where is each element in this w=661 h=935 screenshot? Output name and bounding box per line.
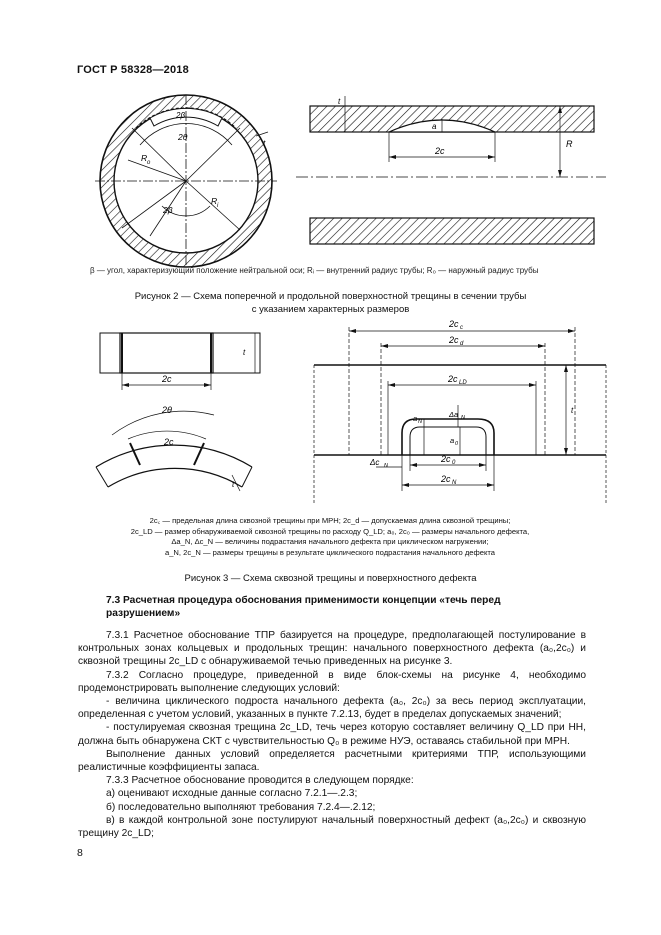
- through-crack-plate: [99, 332, 261, 390]
- paragraph-criteria: Выполнение данных условий определяется р…: [78, 748, 586, 774]
- list-item-a: а) оценивают исходные данные согласно 7.…: [106, 788, 358, 800]
- figure-3-legend-line: a_N, 2c_N — размеры трещины в результате…: [164, 547, 495, 557]
- label-2cc: 2c: [448, 319, 459, 329]
- figure-3-legend-line: 2c_LD — размер обнаруживаемой сквозной т…: [130, 526, 530, 536]
- figure-3-title: Рисунок 3 — Схема сквозной трещины и пов…: [184, 573, 477, 584]
- label-t-cross: t: [263, 138, 266, 148]
- paragraph-7-3-1: 7.3.1 Расчетное обоснование ТПР базирует…: [78, 630, 586, 668]
- label-dcN: Δc: [369, 458, 379, 467]
- label-2c0: 2c: [440, 454, 451, 464]
- pipe-longitudinal-section: [296, 96, 606, 245]
- list-item-c: в) в каждой контрольной зоне постулируют…: [78, 814, 586, 840]
- list-item-b: б) последовательно выполняют требования …: [106, 801, 376, 813]
- label-a0: a: [450, 436, 454, 445]
- figure-2-legend: β — угол, характеризующий положение нейт…: [90, 266, 539, 275]
- figure-3-legend-line: 2c꜀ — предельная длина сквозной трещины …: [149, 516, 511, 525]
- label-2c0-sub: 0: [452, 460, 456, 466]
- label-2cd-sub: d: [460, 341, 464, 347]
- label-daN: Δa: [448, 410, 458, 419]
- label-Ri-sub: i: [217, 203, 219, 209]
- label-2cd: 2c: [448, 335, 459, 345]
- label-2beta-top: 2β: [175, 111, 185, 120]
- body-text: 7.3.1 Расчетное обоснование ТПР базирует…: [78, 629, 586, 840]
- label-2theta-cross: 2θ: [177, 132, 188, 142]
- label-2cN: 2c: [440, 474, 451, 484]
- figure-3-legend: 2c꜀ — предельная длина сквозной трещины …: [80, 516, 580, 558]
- label-2cLD: 2c: [447, 374, 458, 384]
- label-t-arc: t: [232, 480, 235, 489]
- document-header: ГОСТ Р 58328—2018: [77, 64, 189, 76]
- page-number: 8: [77, 847, 83, 859]
- label-aN: a: [413, 414, 417, 423]
- label-t-plate: t: [243, 348, 246, 357]
- section-title-line1: 7.3 Расчетная процедура обоснования прим…: [106, 595, 501, 606]
- label-daN-sub: N: [461, 415, 465, 421]
- label-a0-sub: 0: [455, 441, 459, 447]
- figure-2-drawing: 2β 2θ R o R i t 2β a 2c R t: [95, 94, 606, 268]
- label-2cc-sub: c: [460, 325, 463, 331]
- figure-3-legend-line: Δa_N, Δc_N — величины подрастания началь…: [171, 537, 489, 546]
- label-2theta-arc: 2θ: [161, 405, 172, 415]
- label-2cLD-sub: LD: [459, 380, 467, 386]
- label-Ri: R: [211, 196, 217, 206]
- label-R-long: R: [566, 139, 573, 149]
- label-dcN-sub: N: [384, 463, 388, 469]
- label-a-long: a: [432, 122, 437, 131]
- label-2cN-sub: N: [452, 480, 457, 486]
- label-2c-arc: 2c: [163, 437, 174, 447]
- label-Ro-sub: o: [147, 160, 151, 166]
- paragraph-7-3-2: 7.3.2 Согласно процедуре, приведенной в …: [78, 669, 586, 694]
- section-title: 7.3 Расчетная процедура обоснования прим…: [106, 594, 586, 620]
- paragraph-condition-2: - постулируемая сквозная трещина 2c_LD, …: [78, 722, 586, 747]
- label-2c-plate: 2c: [161, 374, 172, 384]
- label-aN-sub: N: [418, 419, 422, 425]
- figure-3-drawing: 2c t 2θ 2c t: [95, 319, 607, 505]
- label-Ro: R: [141, 153, 147, 163]
- label-2beta: 2β: [162, 205, 173, 215]
- figure-2-title-line2: с указанием характерных размеров: [251, 304, 410, 315]
- label-2c-long: 2c: [434, 146, 445, 156]
- figure-2-title-line1: Рисунок 2 — Схема поперечной и продольно…: [134, 291, 527, 302]
- paragraph-condition-1: - величина циклического подроста начальн…: [78, 696, 586, 721]
- pipe-wall-crack: [313, 327, 607, 505]
- section-title-line2: разрушением»: [106, 608, 181, 619]
- pipe-cross-section: [95, 94, 277, 268]
- arc-segment: [95, 410, 253, 492]
- paragraph-7-3-3: 7.3.3 Расчетное обоснование проводится в…: [106, 775, 414, 787]
- label-t-wall: t: [571, 406, 574, 415]
- label-t-long: t: [338, 97, 341, 106]
